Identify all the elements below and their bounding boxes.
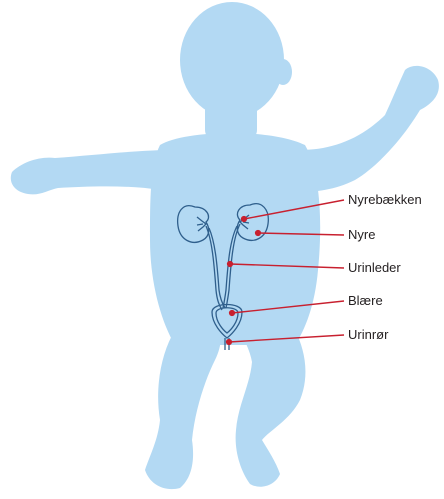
leader-dot-kidney — [256, 231, 261, 236]
label-urethra: Urinrør — [348, 327, 388, 343]
baby-left-arm — [11, 150, 170, 194]
leader-dot-ureter — [228, 262, 233, 267]
leader-dot-urethra — [227, 340, 232, 345]
baby-right-leg — [236, 330, 306, 487]
baby-ear — [274, 59, 292, 85]
leader-dot-renal-pelvis — [242, 217, 247, 222]
leader-dot-bladder — [230, 311, 235, 316]
label-kidney: Nyre — [348, 227, 375, 243]
label-renal-pelvis: Nyrebækken — [348, 192, 422, 208]
label-bladder: Blære — [348, 293, 383, 309]
label-ureter: Urinleder — [348, 260, 401, 276]
baby-silhouette — [11, 2, 439, 489]
baby-left-leg — [145, 330, 221, 489]
baby-right-arm — [300, 66, 439, 192]
